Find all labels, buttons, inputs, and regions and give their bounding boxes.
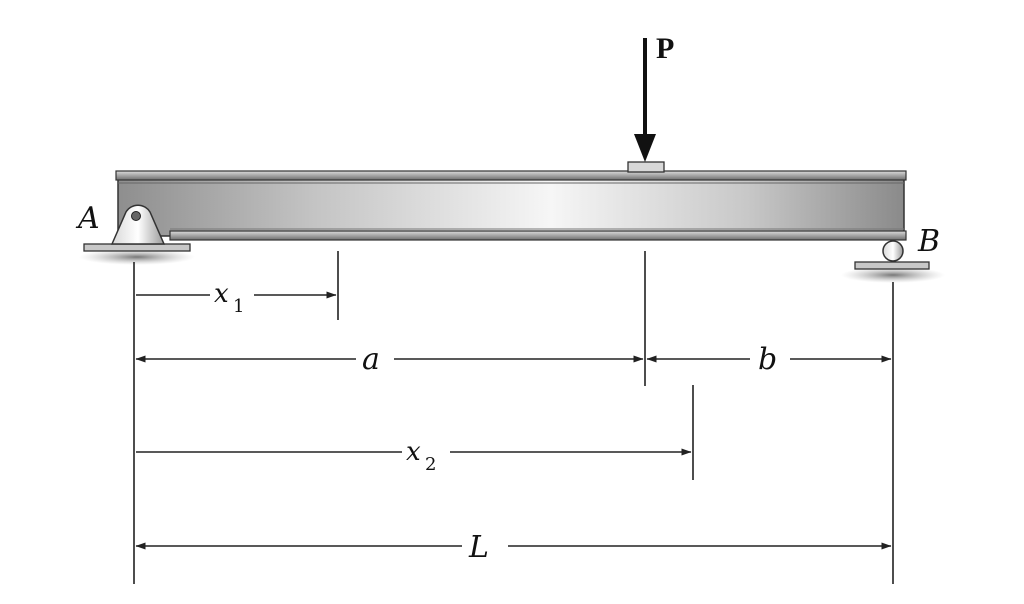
- svg-text:b: b: [758, 342, 777, 377]
- dimension-x2: x 2: [136, 437, 692, 475]
- svg-text:x: x: [214, 279, 229, 309]
- roller-support-b: [841, 240, 945, 283]
- roller: [882, 240, 904, 262]
- support-b-label: B: [917, 224, 940, 259]
- dimension-x1: x 1: [136, 279, 337, 317]
- dimension-l: L: [135, 530, 892, 565]
- dimension-a: a: [135, 342, 644, 377]
- svg-text:L: L: [468, 530, 489, 565]
- svg-text:2: 2: [425, 454, 436, 475]
- svg-text:x: x: [406, 437, 421, 467]
- svg-text:1: 1: [233, 296, 244, 317]
- pin-support-a: [79, 204, 195, 265]
- load-arrow-p: [634, 38, 656, 162]
- support-a-label: A: [75, 201, 100, 236]
- beam-top-flange: [115, 170, 907, 181]
- beam-bottom-flange: [169, 230, 907, 241]
- load-label: P: [656, 32, 674, 65]
- beam: [115, 161, 907, 241]
- extension-lines: [133, 251, 894, 584]
- beam-web: [117, 175, 905, 237]
- dimension-b: b: [646, 342, 892, 377]
- svg-text:a: a: [362, 342, 380, 377]
- load-bearing-plate: [627, 161, 665, 173]
